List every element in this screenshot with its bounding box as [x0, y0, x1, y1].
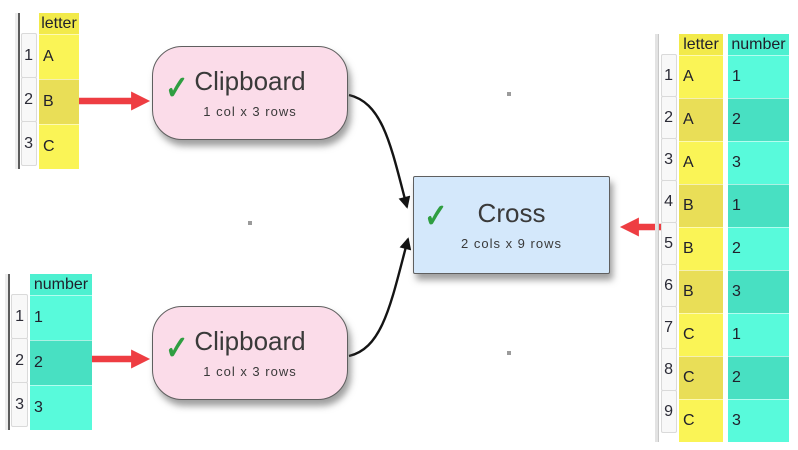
node-title: Cross: [477, 198, 546, 228]
grid-cell[interactable]: 1: [728, 184, 789, 227]
grid-cell[interactable]: C: [679, 399, 723, 442]
row-header-column: 1 2 3: [21, 13, 37, 166]
grid-edge: [5, 274, 10, 430]
grid-cell[interactable]: B: [39, 79, 79, 124]
grid-cell[interactable]: C: [39, 124, 79, 169]
success-check-icon: ✓: [165, 69, 189, 106]
grid-cell[interactable]: A: [679, 98, 723, 141]
node-clipboard-1[interactable]: ✓ Clipboard 1 col x 3 rows: [152, 46, 348, 140]
column-gap: [723, 34, 728, 442]
connector-clipboard2-to-cross[interactable]: [348, 237, 412, 358]
column-gap: [37, 13, 39, 169]
node-cross[interactable]: ✓ Cross 2 cols x 9 rows: [413, 176, 610, 274]
row-number: 8: [661, 348, 677, 391]
row-number: 1: [21, 33, 37, 78]
row-number: 3: [21, 121, 37, 166]
success-check-icon: ✓: [424, 197, 448, 234]
column-number: number 1 2 3 1 2 3 1 2 3: [728, 34, 789, 442]
row-number: 5: [661, 222, 677, 265]
row-number: 1: [11, 294, 28, 339]
corner-cell: [21, 13, 37, 34]
row-number: 6: [661, 264, 677, 307]
column-header: number: [728, 34, 789, 55]
grid-cell[interactable]: 3: [728, 399, 789, 442]
node-title: Clipboard: [194, 326, 306, 356]
grid-cell[interactable]: 3: [728, 270, 789, 313]
grid-cell[interactable]: 2: [728, 98, 789, 141]
node-title: Clipboard: [194, 66, 306, 96]
column-header: number: [30, 274, 92, 295]
row-number: 9: [661, 390, 677, 433]
node-dimensions: 2 cols x 9 rows: [461, 236, 562, 251]
row-number: 2: [11, 338, 28, 383]
grid-cell[interactable]: 2: [728, 227, 789, 270]
column-letter: letter A A A B B B C C C: [679, 34, 723, 442]
column-header: letter: [679, 34, 723, 55]
grid-cell[interactable]: A: [39, 34, 79, 79]
row-header-column: 1 2 3: [11, 274, 28, 427]
column-number: number 1 2 3: [30, 274, 92, 430]
grid-number-source: 1 2 3 number 1 2 3: [5, 274, 92, 430]
row-number: 2: [21, 77, 37, 122]
row-header-column: 1 2 3 4 5 6 7 8 9: [661, 34, 677, 433]
row-number: 3: [661, 138, 677, 181]
grid-cell[interactable]: 3: [30, 385, 92, 430]
grid-cell[interactable]: B: [679, 184, 723, 227]
grid-cell[interactable]: 1: [728, 313, 789, 356]
grid-cell[interactable]: B: [679, 270, 723, 313]
row-number: 7: [661, 306, 677, 349]
grid-cell[interactable]: A: [679, 141, 723, 184]
grid-cell[interactable]: B: [679, 227, 723, 270]
grid-dot: [248, 221, 252, 225]
grid-cell[interactable]: 3: [728, 141, 789, 184]
row-number: 3: [11, 382, 28, 427]
grid-cross-result: 1 2 3 4 5 6 7 8 9 letter A A A B B B C C…: [655, 34, 789, 442]
grid-dot: [507, 351, 511, 355]
grid-edge: [655, 34, 659, 442]
grid-letter-source: 1 2 3 letter A B C: [15, 13, 79, 169]
column-header: letter: [39, 13, 79, 34]
corner-cell: [661, 34, 677, 55]
grid-cell[interactable]: 1: [728, 55, 789, 98]
row-number: 2: [661, 96, 677, 139]
grid-dot: [507, 92, 511, 96]
success-check-icon: ✓: [165, 329, 189, 366]
grid-cell[interactable]: C: [679, 356, 723, 399]
grid-cell[interactable]: C: [679, 313, 723, 356]
column-gap: [677, 34, 679, 442]
column-letter: letter A B C: [39, 13, 79, 169]
column-gap: [28, 274, 30, 430]
grid-edge: [15, 13, 20, 169]
grid-cell[interactable]: 2: [30, 340, 92, 385]
node-clipboard-2[interactable]: ✓ Clipboard 1 col x 3 rows: [152, 306, 348, 400]
node-dimensions: 1 col x 3 rows: [203, 104, 297, 119]
node-dimensions: 1 col x 3 rows: [203, 364, 297, 379]
grid-cell[interactable]: 2: [728, 356, 789, 399]
row-number: 1: [661, 54, 677, 97]
corner-cell: [11, 274, 28, 295]
grid-cell[interactable]: 1: [30, 295, 92, 340]
connector-clipboard1-to-cross[interactable]: [348, 93, 411, 209]
row-number: 4: [661, 180, 677, 223]
grid-cell[interactable]: A: [679, 55, 723, 98]
